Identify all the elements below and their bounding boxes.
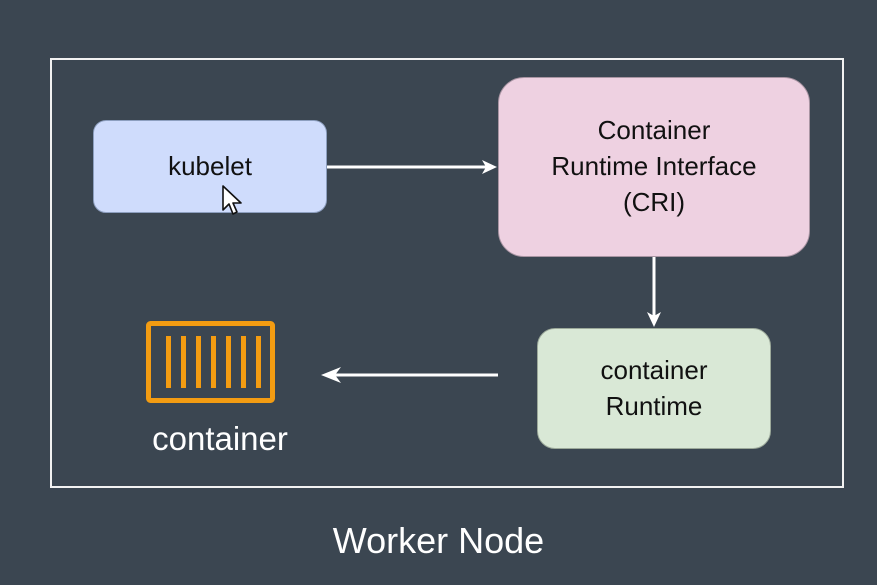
- arrow-runtime-to-container: [321, 367, 498, 383]
- container-label: container: [152, 420, 288, 457]
- shipping-container-icon: [146, 321, 275, 403]
- worker-node-frame: [50, 58, 844, 488]
- container-runtime-label: container Runtime: [600, 354, 708, 421]
- cri-label: Container Runtime Interface (CRI): [551, 115, 757, 217]
- cri-node: Container Runtime Interface (CRI): [498, 77, 810, 257]
- mouse-pointer-icon: [222, 185, 242, 215]
- diagram-title: Worker Node: [332, 520, 545, 561]
- kubelet-label: kubelet: [168, 150, 252, 181]
- arrow-cri-to-runtime: [647, 257, 661, 327]
- arrow-kubelet-to-cri: [327, 160, 497, 174]
- kubelet-node: kubelet: [93, 120, 327, 213]
- container-runtime-node: container Runtime: [537, 328, 771, 449]
